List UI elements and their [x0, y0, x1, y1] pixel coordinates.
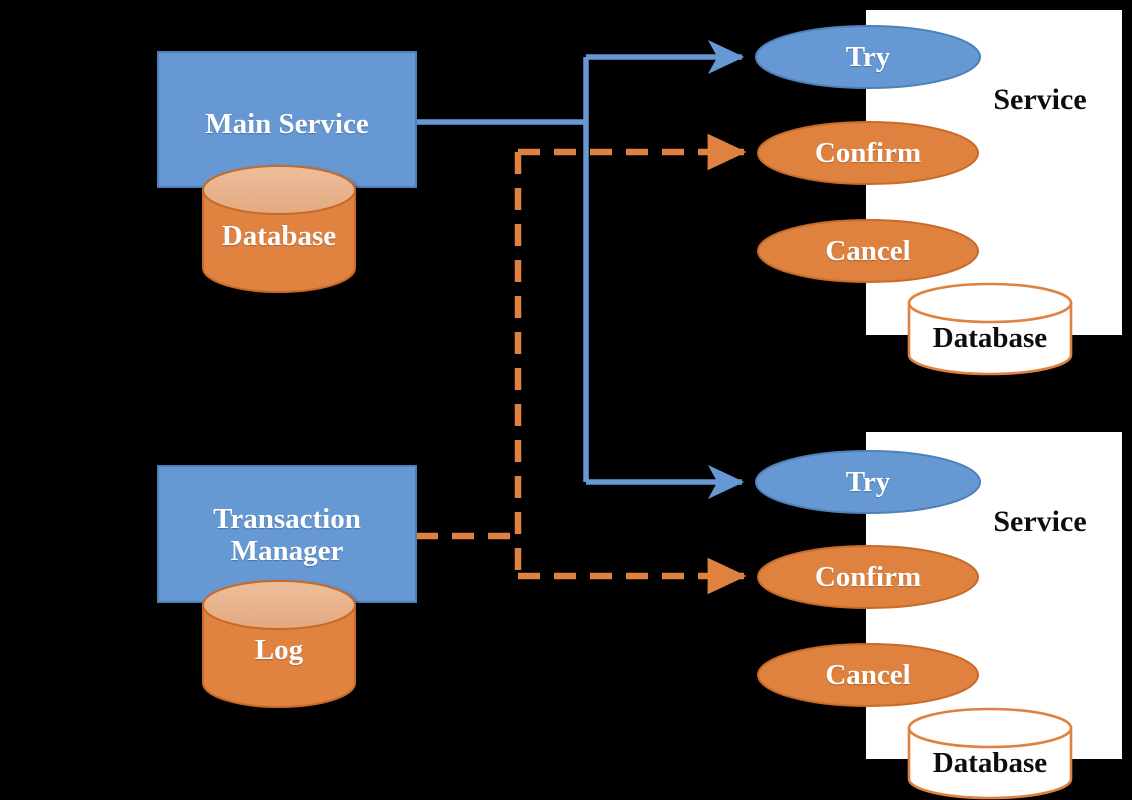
service-1-operation-confirm[interactable] — [757, 121, 979, 185]
service-1-database-cylinder[interactable] — [907, 282, 1073, 376]
main-service-database-cylinder[interactable] — [202, 165, 356, 293]
service-2-operation-cancel[interactable] — [757, 643, 979, 707]
service-2-operation-try[interactable] — [755, 450, 981, 514]
connector-tm-to-confirm — [416, 133, 747, 595]
transaction-manager-log-cylinder[interactable] — [202, 580, 356, 708]
service-1-operation-try[interactable] — [755, 25, 981, 89]
service-2-operation-confirm[interactable] — [757, 545, 979, 609]
transaction-manager-box[interactable] — [157, 465, 417, 603]
service-2-database-cylinder[interactable] — [907, 707, 1073, 800]
connector-main-to-try — [416, 39, 745, 500]
service-1-operation-cancel[interactable] — [757, 219, 979, 283]
